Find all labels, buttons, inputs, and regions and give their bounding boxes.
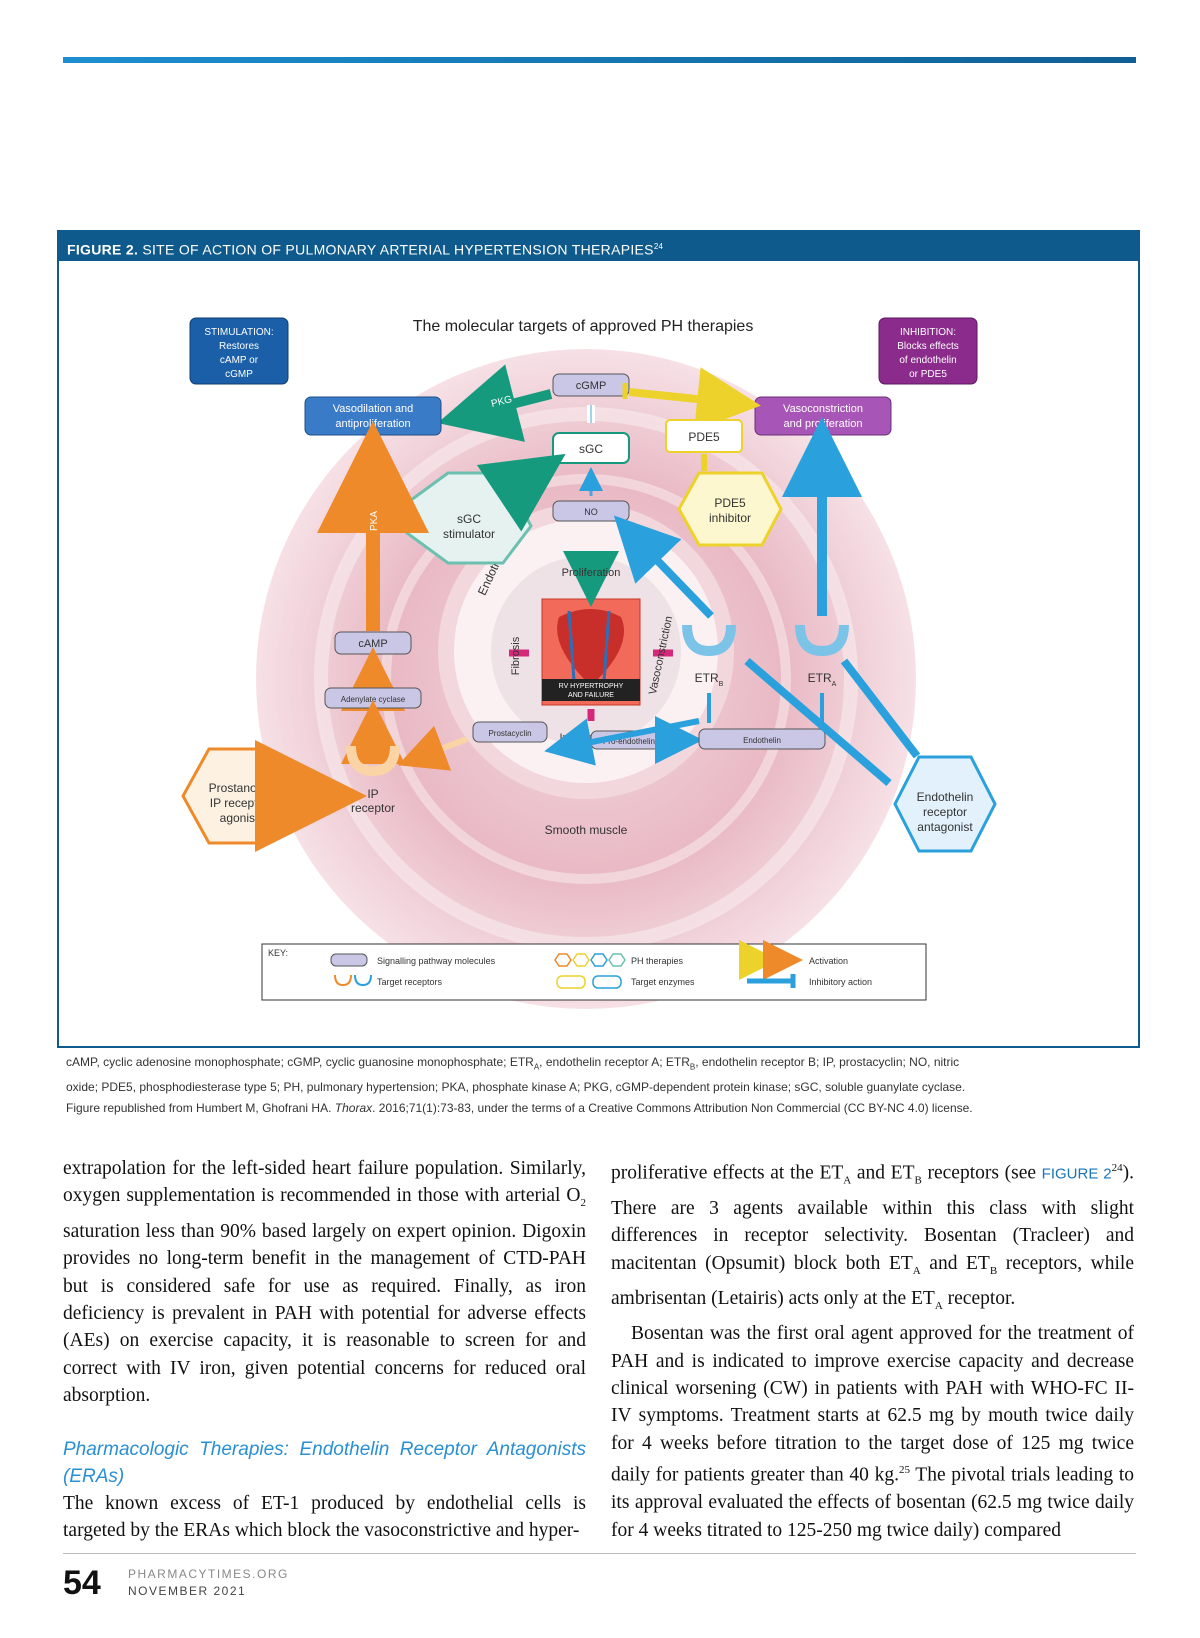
svg-text:cAMP or: cAMP or [220, 355, 259, 366]
etra-receptor-shape [795, 624, 849, 657]
key-box [261, 943, 927, 1001]
svg-text:Inhibitory action: Inhibitory action [809, 977, 872, 987]
svg-text:of endothelin: of endothelin [899, 355, 956, 366]
svg-text:Pro-endothelin: Pro-endothelin [603, 737, 655, 746]
sgc-node [552, 432, 630, 464]
svg-text:stimulator: stimulator [443, 527, 495, 541]
svg-text:Adenylate cyclase: Adenylate cyclase [341, 695, 406, 704]
svg-text:cGMP: cGMP [225, 369, 253, 380]
right-paragraph-2: Bosentan was the first oral agent approv… [611, 1323, 1134, 1541]
smooth-muscle-label: Smooth muscle [545, 823, 628, 837]
svg-text:Vasoconstriction: Vasoconstriction [783, 403, 863, 415]
rv-label-2: AND FAILURE [568, 692, 614, 699]
svg-text:or PDE5: or PDE5 [909, 369, 947, 380]
svg-text:Prostacyclin: Prostacyclin [488, 729, 531, 738]
figure-label: FIGURE 2. [67, 241, 139, 258]
footer-rule [63, 1553, 1136, 1554]
proliferation-label: Proliferation [562, 567, 621, 579]
left-paragraph-2: The known excess of ET-1 produced by end… [63, 1492, 586, 1541]
svg-text:IP: IP [367, 787, 378, 801]
stimulation-box [189, 317, 289, 385]
svg-text:inhibitor: inhibitor [709, 511, 751, 525]
fibrosis-label: Fibrosis [510, 636, 522, 675]
caption-line-1: cAMP, cyclic adenosine monophosphate; cG… [66, 1055, 960, 1072]
footer-site[interactable]: PHARMACYTIMES.ORG [128, 1567, 289, 1581]
svg-text:Endothelin: Endothelin [917, 790, 974, 804]
svg-text:IP receptor: IP receptor [210, 796, 268, 810]
endothelin-node [698, 728, 826, 750]
figure-header: FIGURE 2. SITE OF ACTION OF PULMONARY AR… [59, 232, 1138, 261]
svg-text:INHIBITION:: INHIBITION: [900, 327, 956, 338]
svg-text:PKG: PKG [490, 394, 513, 410]
svg-text:Target enzymes: Target enzymes [631, 977, 695, 987]
pde5-inhibitor-hex [677, 471, 783, 547]
figure-caption: cAMP, cyclic adenosine monophosphate; cG… [66, 1052, 1146, 1119]
footer-issue: NOVEMBER 2021 [128, 1584, 247, 1598]
svg-text:antiproliferation: antiproliferation [335, 418, 410, 430]
svg-text:Blocks effects: Blocks effects [897, 341, 959, 352]
svg-text:Endothelin: Endothelin [743, 736, 781, 745]
svg-text:Activation: Activation [809, 956, 848, 966]
etrb-receptor-shape [682, 624, 736, 657]
page-number: 54 [63, 1564, 101, 1602]
figure-2-link[interactable]: FIGURE 2 [1041, 1165, 1112, 1183]
era-hex [893, 755, 997, 853]
era-inhibit-etra [840, 658, 921, 759]
svg-text:cGMP: cGMP [576, 380, 607, 392]
pde5-node [665, 419, 743, 453]
figure-2: FIGURE 2. SITE OF ACTION OF PULMONARY AR… [57, 230, 1140, 1048]
rv-label-1: RV HYPERTROPHY [559, 683, 624, 690]
inhibition-box [878, 317, 978, 385]
etra-label: ETRA [808, 671, 837, 688]
svg-text:Restores: Restores [219, 341, 259, 352]
caption-line-2: oxide; PDE5, phosphodiesterase type 5; P… [66, 1080, 966, 1095]
svg-text:sGC: sGC [579, 442, 603, 456]
ph-targets-diagram: RV HYPERTROPHY AND FAILURE Proliferation… [181, 317, 997, 1009]
svg-text:receptor: receptor [923, 805, 967, 819]
svg-text:PH therapies: PH therapies [631, 956, 684, 966]
svg-text:STIMULATION:: STIMULATION: [204, 327, 273, 338]
svg-text:PKA: PKA [369, 511, 380, 531]
etrb-to-no-arrow [613, 515, 714, 619]
cgmp-node [552, 373, 630, 397]
top-rule [63, 57, 1136, 63]
svg-text:Prostanoid/: Prostanoid/ [209, 781, 270, 795]
svg-text:Target receptors: Target receptors [377, 977, 443, 987]
svg-text:agonist: agonist [220, 811, 259, 825]
right-column: proliferative effects at the ETA and ETB… [611, 1155, 1134, 1544]
section-heading: Pharmacologic Therapies: Endothelin Rece… [63, 1438, 586, 1487]
svg-text:sGC: sGC [457, 512, 481, 526]
svg-text:antagonist: antagonist [917, 820, 973, 834]
svg-text:cAMP: cAMP [358, 638, 387, 650]
svg-text:and proliferation: and proliferation [784, 418, 863, 430]
left-paragraph-1: extrapolation for the left-sided heart f… [63, 1158, 586, 1407]
svg-text:receptor: receptor [351, 801, 395, 815]
caption-line-3: Figure republished from Humbert M, Ghofr… [66, 1101, 973, 1116]
era-inhibit-etrb [744, 657, 892, 787]
pkg-arrow [437, 364, 553, 442]
diagram-title: The molecular targets of approved PH the… [413, 318, 754, 335]
figure-title: SITE OF ACTION OF PULMONARY ARTERIAL HYP… [142, 241, 654, 258]
svg-text:Vasodilation and: Vasodilation and [333, 403, 414, 415]
svg-text:Signalling pathway molecules: Signalling pathway molecules [377, 956, 496, 966]
svg-text:PDE5: PDE5 [688, 430, 720, 444]
svg-text:NO: NO [584, 507, 598, 517]
etrb-label: ETRB [695, 671, 724, 688]
svg-text:KEY:: KEY: [268, 948, 288, 958]
figure-title-ref: 24 [653, 242, 664, 251]
svg-text:PDE5: PDE5 [714, 496, 746, 510]
right-paragraph-1: proliferative effects at the ETA and ETB… [611, 1162, 1134, 1312]
left-column: extrapolation for the left-sided heart f… [63, 1155, 586, 1544]
